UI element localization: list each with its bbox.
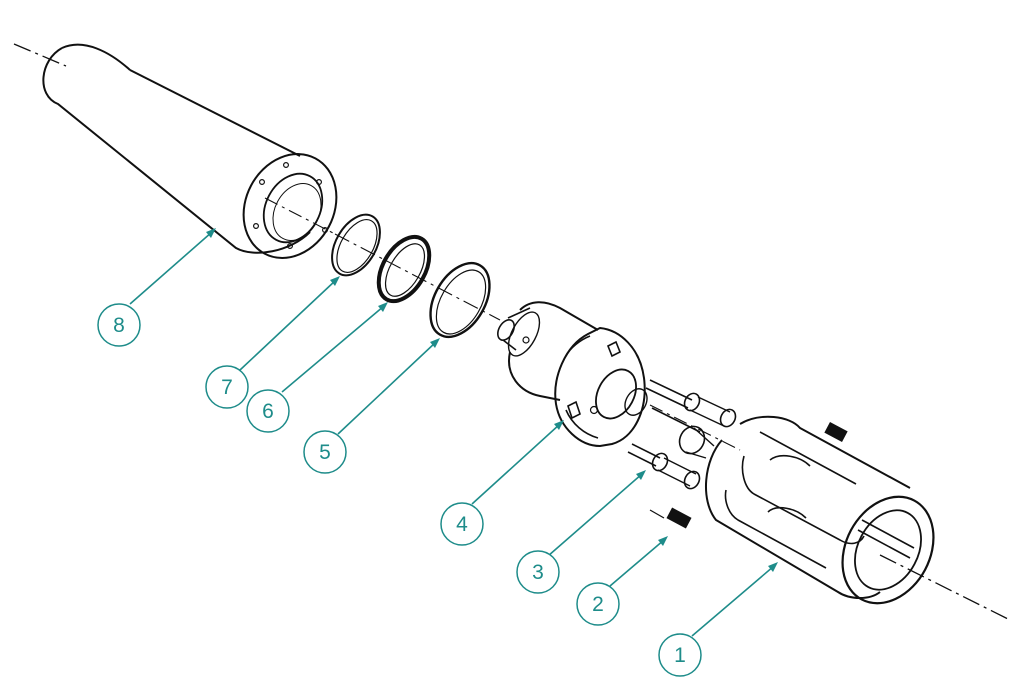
callout-bubble-1: [658, 633, 702, 677]
part-1-cage: [705, 415, 935, 605]
callout-8: 8: [97, 228, 216, 347]
callout-bubble-5: [303, 430, 347, 474]
callout-bubble-7: [205, 365, 249, 409]
callout-label-6: 6: [262, 400, 274, 423]
part-6-seal-ring: [376, 234, 432, 304]
callout-label-1: 1: [674, 644, 686, 667]
callout-label-5: 5: [319, 441, 331, 464]
callout-label-3: 3: [532, 561, 544, 584]
part-2-set-screws: [649, 422, 848, 529]
callout-2: 2: [576, 536, 668, 626]
callout-1: 1: [658, 562, 778, 677]
callout-4: 4: [440, 420, 564, 546]
callout-label-7: 7: [221, 376, 233, 399]
callout-bubble-8: [97, 303, 141, 347]
callout-7: 7: [205, 276, 340, 409]
callout-label-2: 2: [592, 593, 604, 616]
part-8-housing: [42, 43, 338, 259]
callout-label-8: 8: [113, 314, 125, 337]
callout-bubble-3: [516, 550, 560, 594]
part-7-o-ring: [331, 213, 381, 277]
callout-bubble-4: [440, 502, 484, 546]
part-5-o-ring: [429, 261, 491, 339]
callout-5: 5: [303, 338, 440, 474]
callout-bubble-6: [246, 389, 290, 433]
callout-bubble-2: [576, 582, 620, 626]
callout-6: 6: [246, 302, 388, 433]
callout-3: 3: [516, 470, 646, 594]
part-4-flange-body: [497, 301, 648, 448]
part-3-cap-screws: [627, 379, 737, 490]
callout-label-4: 4: [456, 513, 468, 536]
